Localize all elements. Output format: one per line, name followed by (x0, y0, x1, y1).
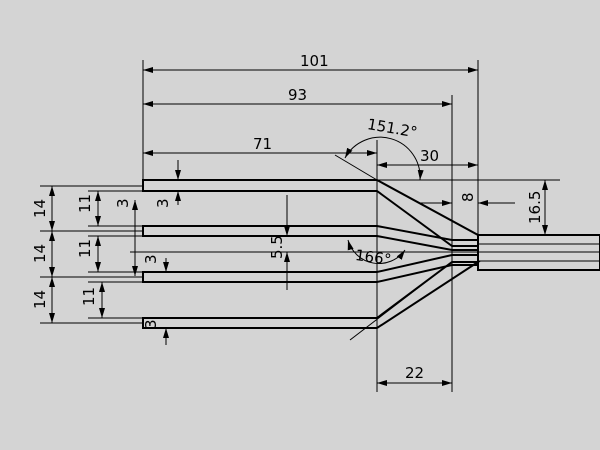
dim-pitch-1: 14 (31, 199, 49, 218)
strip-2 (142, 225, 479, 251)
dim-to-junction: 93 (288, 86, 307, 104)
dim-merge-length: 22 (405, 364, 424, 382)
strip-1 (142, 179, 479, 247)
angle-inner-bend: 166° (354, 246, 392, 269)
dim-inner-gap: 5.5 (268, 235, 286, 259)
dim-overall-length: 101 (300, 52, 329, 70)
dim-height-offset: 16.5 (526, 191, 544, 224)
dim-gap-1: 11 (76, 194, 94, 213)
merged-bundle (452, 234, 600, 271)
dim-offset: 8 (459, 192, 477, 202)
dim-straight-length: 71 (253, 135, 272, 153)
dim-thickness-4: 3 (142, 319, 160, 329)
dim-thickness-1: 3 (114, 198, 132, 208)
dimension-lines (49, 67, 548, 386)
dim-pitch-3: 14 (31, 290, 49, 309)
dim-bend-length: 30 (420, 147, 439, 165)
dim-gap-3: 11 (80, 287, 98, 306)
dim-pitch-2: 14 (31, 244, 49, 263)
dim-thickness-3: 3 (142, 254, 160, 264)
strip-3 (142, 254, 479, 283)
dim-gap-2: 11 (76, 239, 94, 258)
dim-thickness-2: 3 (154, 198, 172, 208)
